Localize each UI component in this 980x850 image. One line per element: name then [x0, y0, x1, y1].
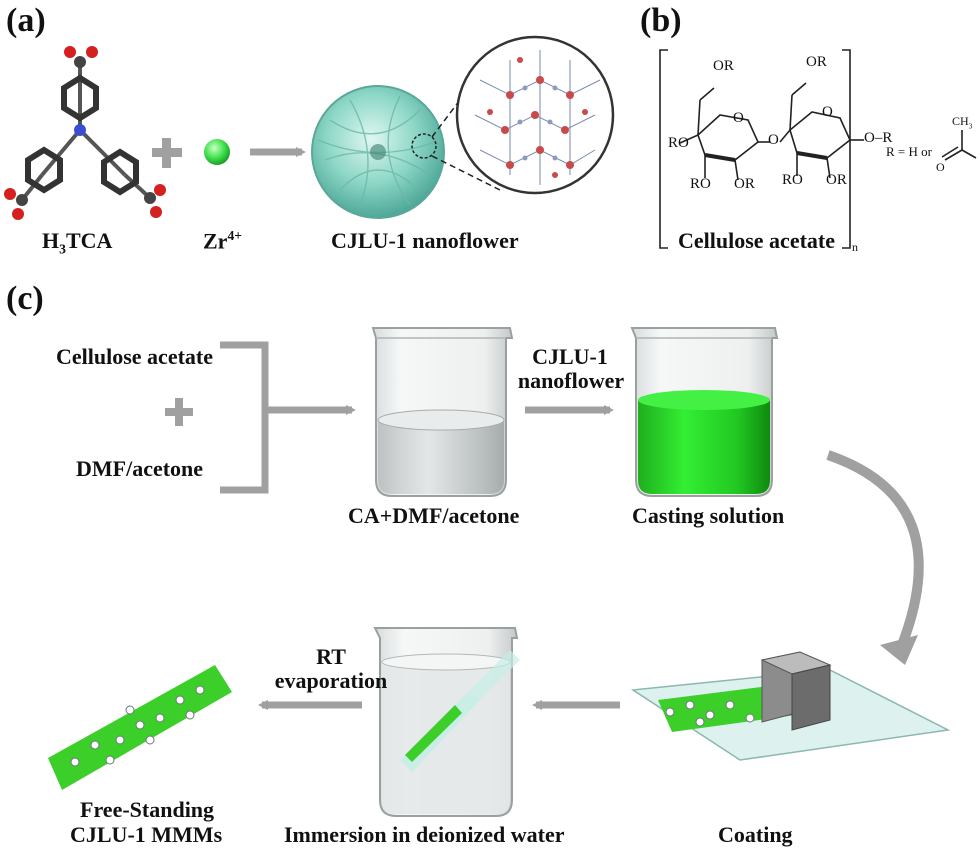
beaker-casting-solution — [630, 327, 779, 497]
final-label-2: CJLU-1 MMMs — [70, 822, 223, 847]
h3tca-label: H3TCA — [42, 228, 113, 257]
bracket-shape — [220, 341, 269, 494]
zr-ion-ball — [204, 139, 230, 165]
panel-label-c: (c) — [6, 280, 44, 317]
arrow-label-nanoflower: nanoflower — [517, 368, 625, 393]
evap-label-evaporation: evaporation — [274, 668, 388, 693]
zoom-line-bottom — [431, 155, 501, 191]
ring-o-label-1: O — [733, 110, 744, 126]
final-label-1: Free-Standing — [80, 797, 215, 822]
or-label-2: OR — [806, 54, 827, 70]
acetyl-o-label: O — [936, 160, 945, 174]
input-dmf-acetone: DMF/acetone — [76, 456, 204, 481]
input-cellulose-acetate: Cellulose acetate — [56, 344, 213, 369]
panel-label-b: (b) — [640, 2, 682, 39]
framework-zoom-circle — [455, 35, 615, 195]
cellulose-ring-bold — [704, 151, 828, 162]
nanoflower-image — [311, 85, 445, 219]
r-end-label: O–R — [864, 130, 893, 146]
free-standing-membrane — [48, 665, 232, 790]
ro-label-3: RO — [782, 172, 803, 188]
r-definition: R = H or — [886, 144, 932, 159]
nanoflower-label: CJLU-1 nanoflower — [331, 228, 519, 253]
panel-label-a: (a) — [6, 2, 46, 39]
coating-label: Coating — [718, 822, 793, 847]
ch3-label: CH3 — [952, 114, 973, 131]
coating-setup — [630, 651, 951, 761]
zoom-spot — [411, 133, 437, 159]
beaker-ca-dmf — [371, 327, 514, 497]
curved-arrow-icon — [826, 450, 924, 652]
ring-o-label-2: O — [822, 104, 833, 120]
cellulose-structure — [659, 49, 977, 249]
ro-label-1: RO — [668, 135, 689, 151]
beaker-deionized-water — [373, 627, 520, 817]
arrow-label-cjlu1: CJLU-1 — [532, 344, 608, 369]
curved-arrow-head — [880, 635, 918, 665]
zr-label: Zr4+ — [203, 228, 243, 254]
or-label-4: OR — [826, 172, 847, 188]
plus-icon-a — [152, 138, 182, 168]
or-label-3: OR — [734, 176, 755, 192]
ro-label-2: RO — [690, 176, 711, 192]
immersion-label: Immersion in deionized water — [284, 822, 565, 847]
cellulose-acetate-title: Cellulose acetate — [678, 228, 835, 253]
h3tca-molecule — [4, 46, 166, 220]
beaker2-label: Casting solution — [632, 503, 785, 528]
evap-label-rt: RT — [316, 644, 346, 669]
or-label-1: OR — [713, 58, 734, 74]
bridge-o-label: O — [768, 132, 779, 148]
repeat-n-label: n — [852, 240, 858, 254]
plus-icon-c — [165, 398, 193, 426]
beaker1-label: CA+DMF/acetone — [348, 503, 520, 528]
